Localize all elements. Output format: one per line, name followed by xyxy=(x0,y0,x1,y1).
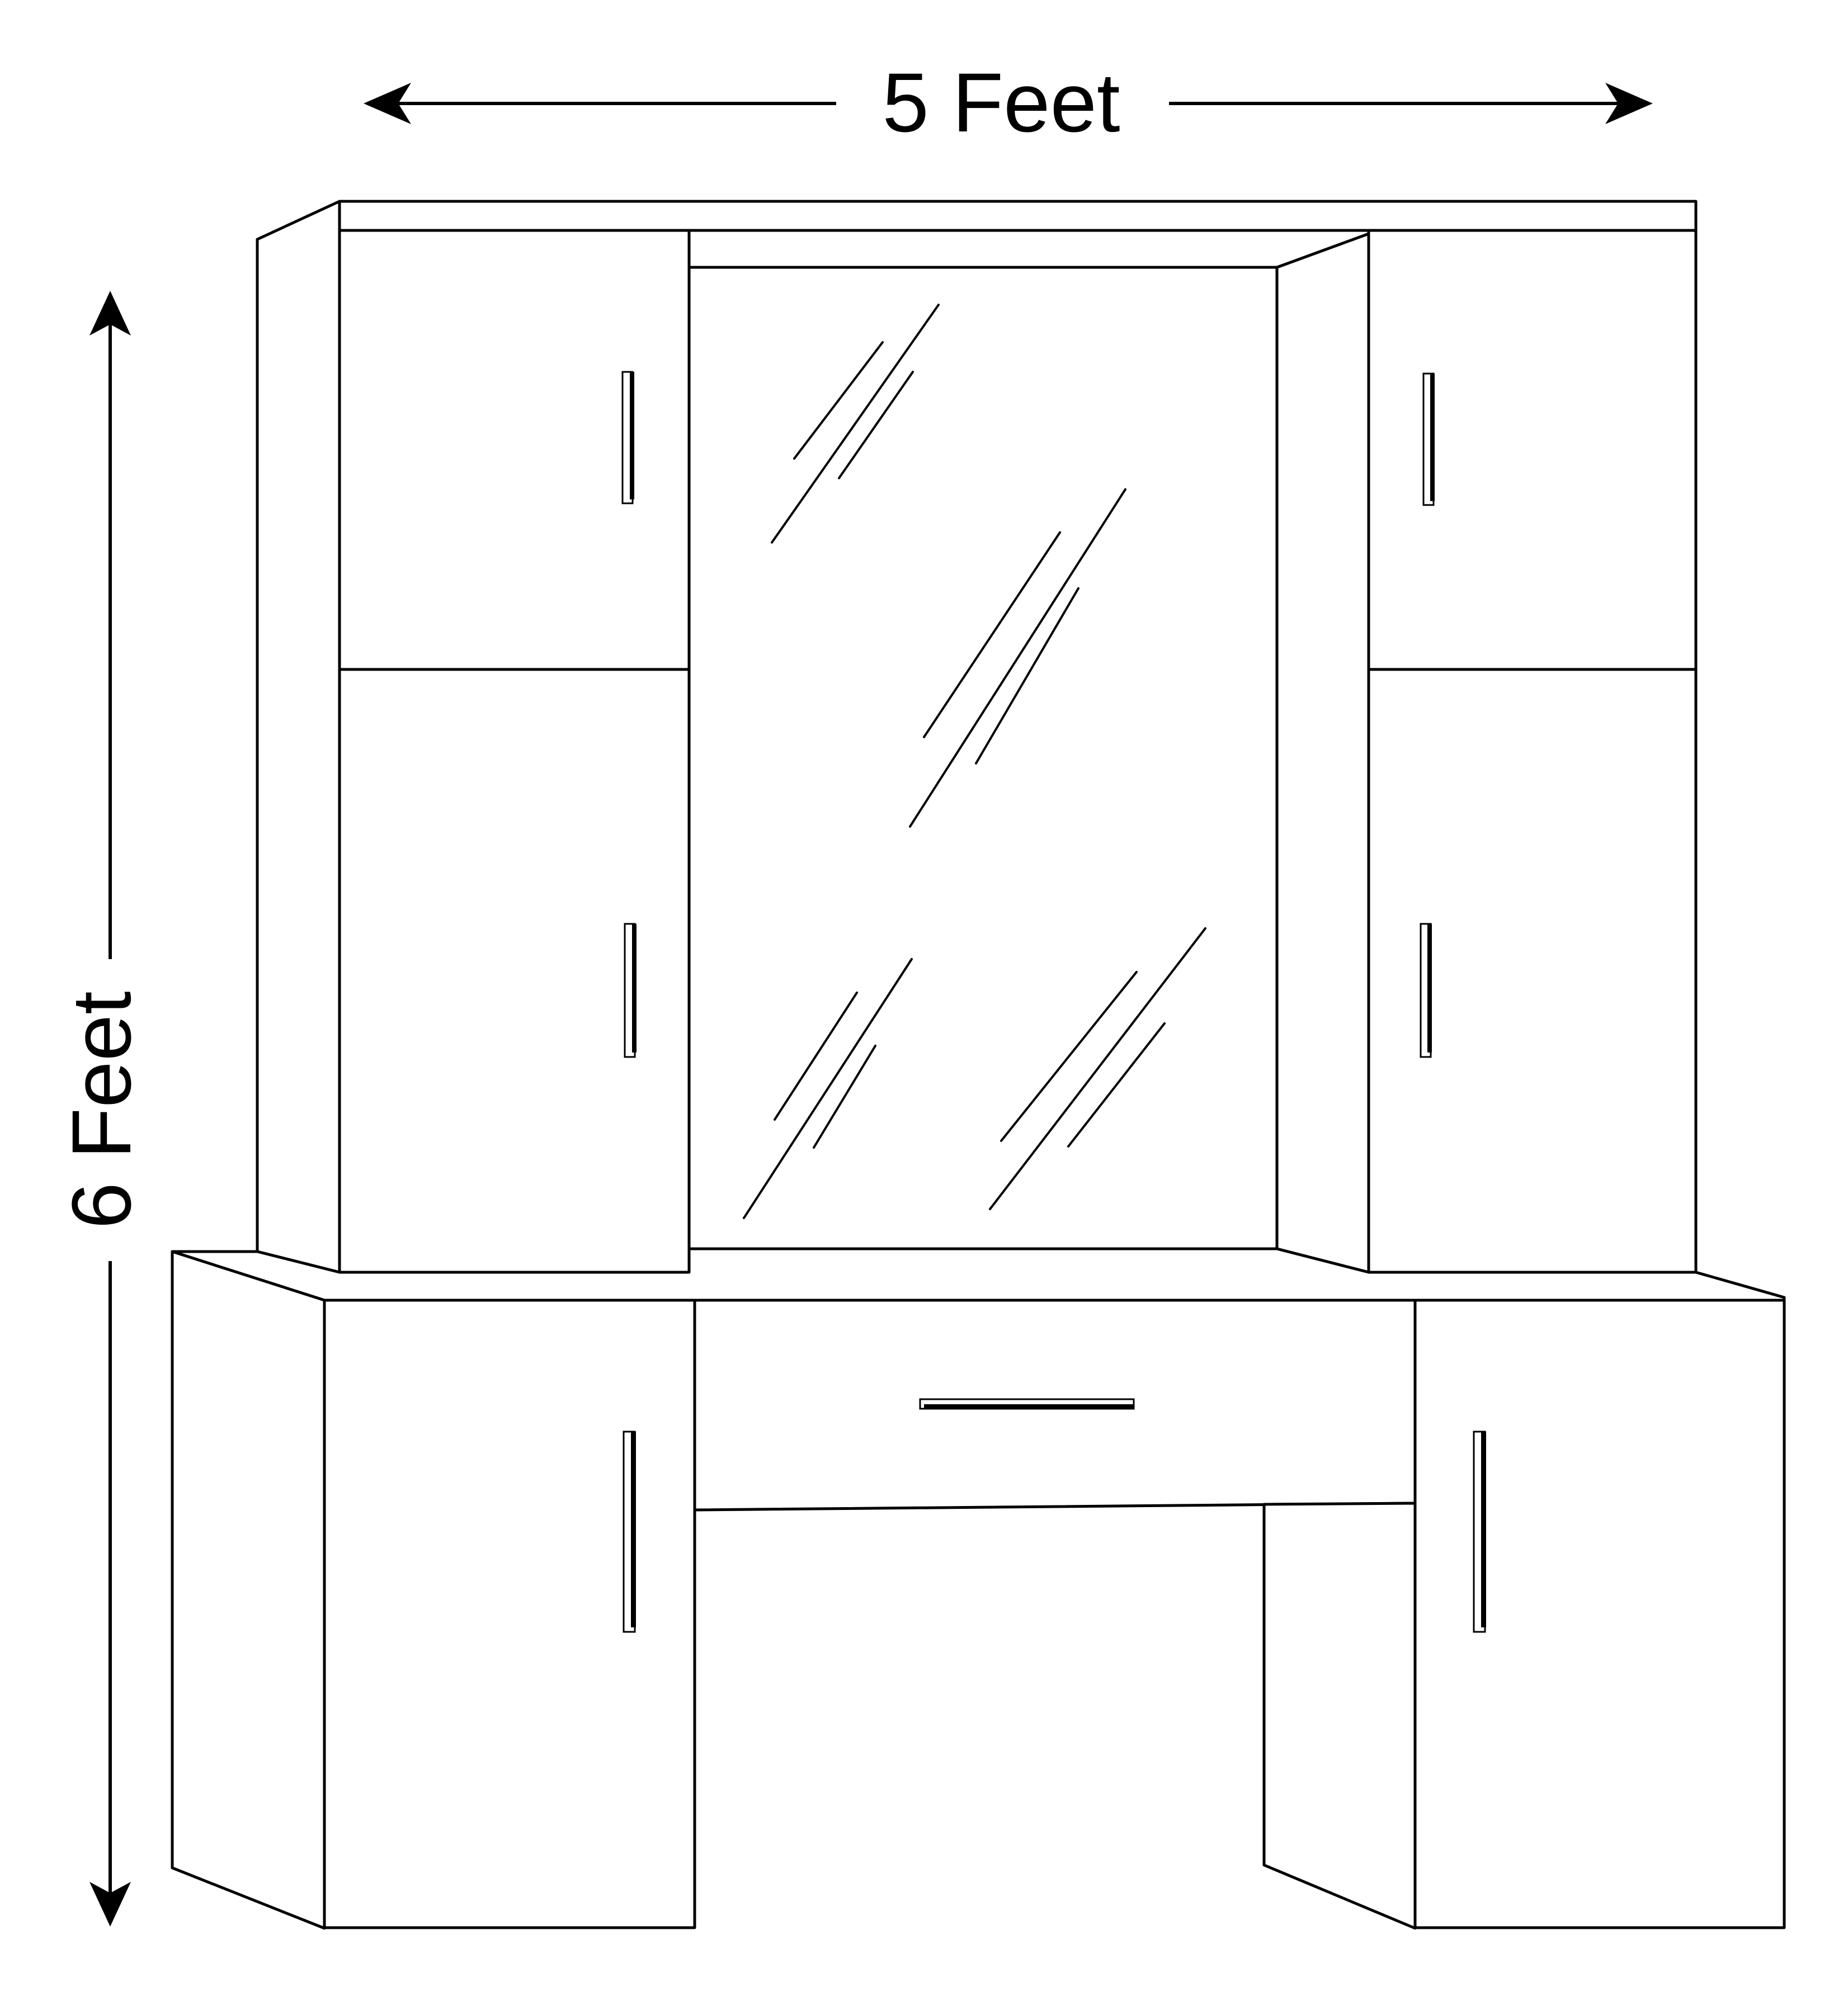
glare-line xyxy=(793,341,884,460)
right-lower-door xyxy=(1367,668,1698,1274)
door-handle xyxy=(1420,923,1432,1058)
height-dimension: 6 Feet xyxy=(54,291,148,1927)
right-upper-door xyxy=(1367,229,1698,671)
door-handle xyxy=(621,371,634,504)
mirror-recess-right xyxy=(1275,232,1370,1274)
glare-line xyxy=(909,488,1126,828)
width-arrow-right-head xyxy=(1605,83,1653,124)
handle-bar xyxy=(1430,374,1435,501)
left-upper-door xyxy=(338,229,691,671)
base-right-door xyxy=(1413,1299,1786,1929)
handle-bar xyxy=(631,1432,636,1627)
glare-line xyxy=(989,927,1206,1210)
glare-line xyxy=(1000,971,1138,1142)
glare-line xyxy=(771,304,940,544)
handle-bar xyxy=(924,1404,1134,1409)
handle-bar xyxy=(632,924,637,1052)
drawer-handle xyxy=(919,1398,1135,1410)
door-handle xyxy=(623,1431,636,1633)
glare-line xyxy=(923,531,1061,738)
mirror-glare xyxy=(743,304,1206,1219)
mirror xyxy=(687,266,1279,1250)
hutch xyxy=(256,200,1698,1274)
glare-line xyxy=(813,1045,876,1149)
base-left-door xyxy=(323,1299,696,1929)
glare-line xyxy=(743,958,913,1219)
base xyxy=(171,1247,1786,1930)
base-left-side xyxy=(171,1250,326,1930)
knee-space-right-side xyxy=(1262,1502,1417,1930)
glare-line xyxy=(1067,1022,1166,1148)
door-handle xyxy=(1422,372,1435,506)
hutch-top-board xyxy=(338,200,1698,232)
mirror-recess-top xyxy=(687,229,1370,269)
width-label: 5 Feet xyxy=(882,55,1120,149)
left-lower-door xyxy=(338,668,691,1274)
door-handle xyxy=(624,923,637,1058)
height-label: 6 Feet xyxy=(54,991,148,1229)
width-dimension: 5 Feet xyxy=(364,55,1653,149)
handle-bar xyxy=(630,372,634,499)
width-arrow-left-head xyxy=(364,83,411,124)
height-arrow-top-head xyxy=(89,291,131,336)
handle-bar xyxy=(1481,1432,1486,1627)
hutch-left-side xyxy=(256,200,341,1274)
glare-line xyxy=(975,587,1079,764)
glare-line xyxy=(774,992,858,1121)
glare-line xyxy=(838,371,914,479)
handle-bar xyxy=(1427,924,1432,1052)
door-handle xyxy=(1473,1431,1486,1633)
height-arrow-bottom-head xyxy=(89,1882,131,1927)
